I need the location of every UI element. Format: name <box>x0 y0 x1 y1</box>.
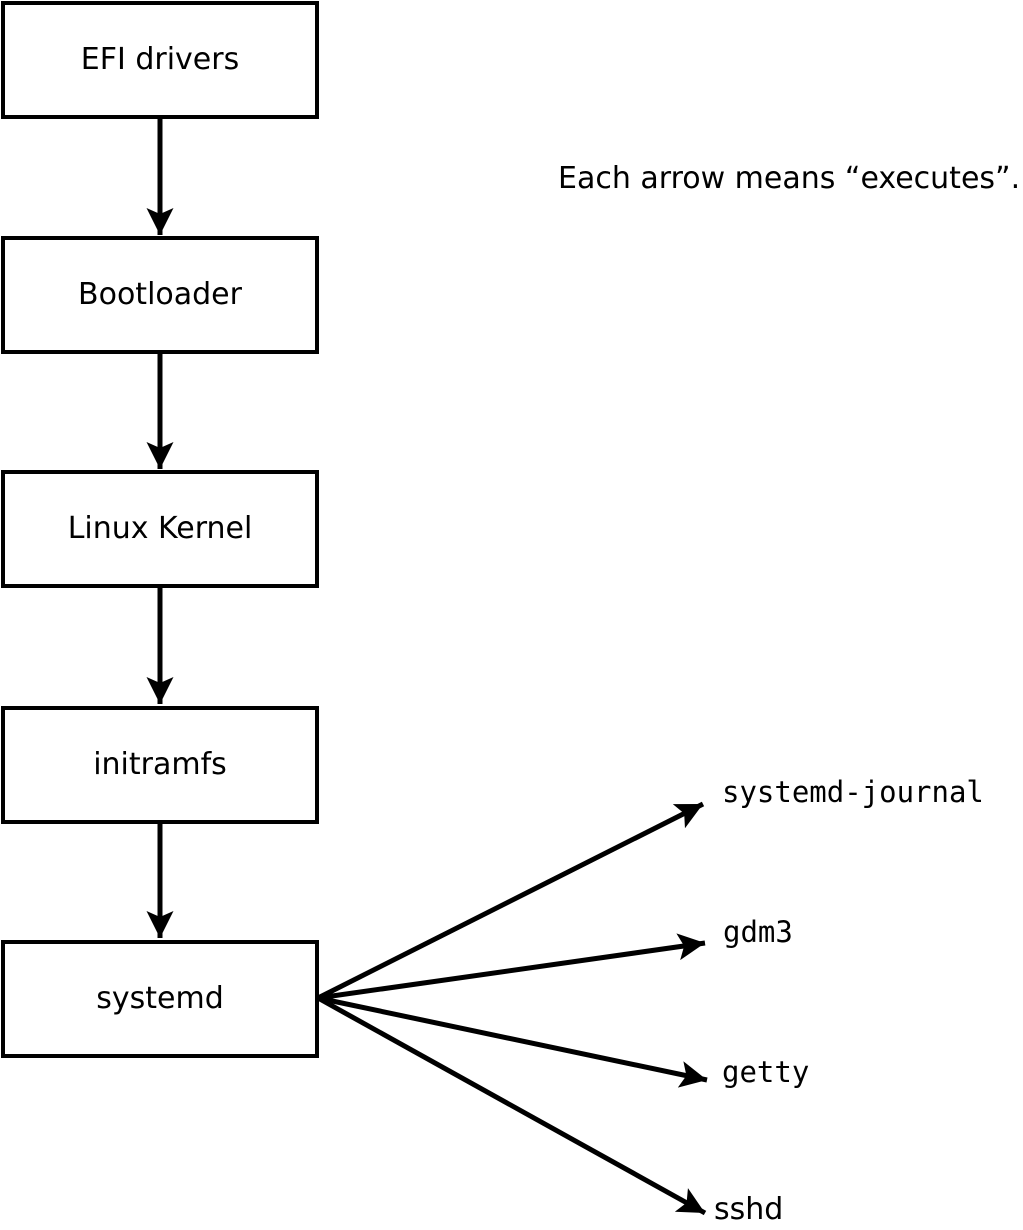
arrow-systemd-to-getty <box>317 995 708 1088</box>
node-linux-kernel-label: Linux Kernel <box>67 511 253 546</box>
node-initramfs: initramfs <box>1 706 319 824</box>
node-linux-kernel: Linux Kernel <box>1 470 319 588</box>
arrow-systemd-to-journal <box>316 801 705 1001</box>
node-systemd-label: systemd <box>96 981 224 1016</box>
target-gdm3: gdm3 <box>723 915 793 949</box>
target-getty: getty <box>722 1055 810 1089</box>
arrow-systemd-to-gdm3 <box>317 933 706 1001</box>
node-initramfs-label: initramfs <box>93 747 227 782</box>
arrow-systemd-to-sshd <box>316 995 707 1216</box>
node-efi-drivers-label: EFI drivers <box>80 42 240 77</box>
node-systemd: systemd <box>1 940 319 1058</box>
node-bootloader-label: Bootloader <box>78 277 242 312</box>
target-systemd-journal: systemd-journal <box>722 775 984 809</box>
target-sshd: sshd <box>714 1192 784 1227</box>
node-bootloader: Bootloader <box>1 236 319 354</box>
caption-arrow-meaning: Each arrow means “executes”. <box>558 161 1021 196</box>
node-efi-drivers: EFI drivers <box>1 1 319 119</box>
